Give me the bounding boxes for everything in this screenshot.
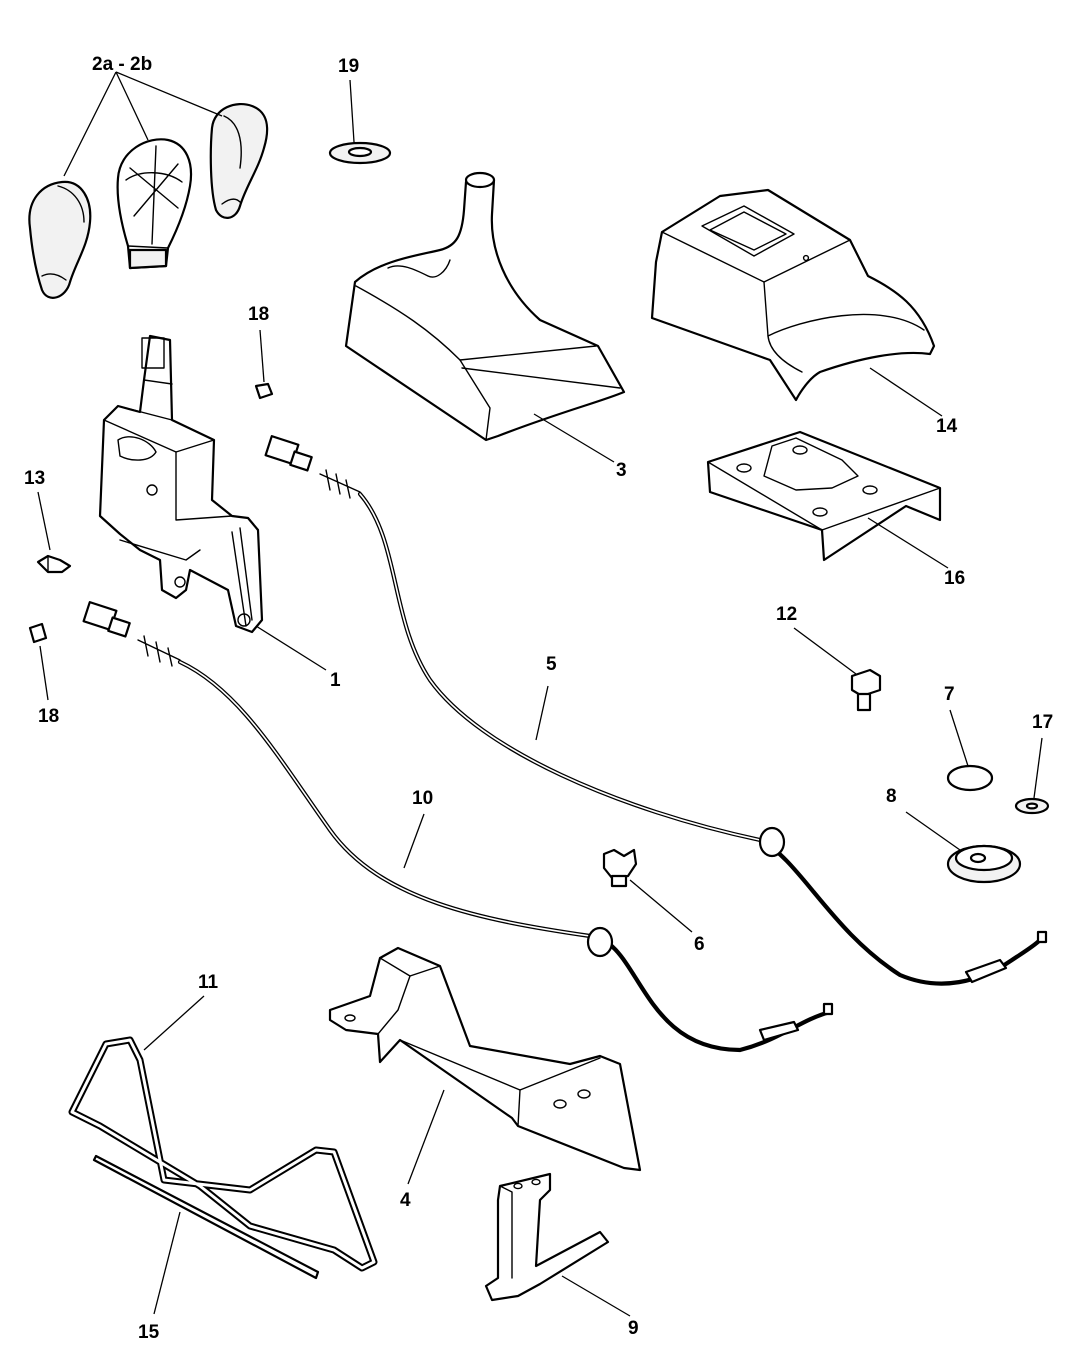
clip-18-left xyxy=(28,622,49,701)
callout-12: 12 xyxy=(776,604,797,625)
callout-16: 16 xyxy=(944,568,965,589)
clip-18-top xyxy=(254,329,274,400)
callout-4: 4 xyxy=(400,1190,411,1211)
callout-3: 3 xyxy=(616,460,627,481)
strip-15 xyxy=(92,1154,320,1315)
bolt-12 xyxy=(793,627,882,712)
cable-5 xyxy=(264,435,1048,986)
clip-13 xyxy=(36,491,72,574)
washer-17 xyxy=(1014,737,1050,815)
callout-17: 17 xyxy=(1032,712,1053,733)
callout-15: 15 xyxy=(138,1322,160,1343)
plug-7 xyxy=(946,709,994,792)
knob-leader-lines xyxy=(63,71,223,177)
callout-6: 6 xyxy=(694,934,705,955)
cable-10 xyxy=(82,601,834,1053)
console-housing-14 xyxy=(650,188,943,417)
callout-19: 19 xyxy=(338,56,359,77)
gear-knob-left xyxy=(28,180,92,299)
grommet-8 xyxy=(905,811,1022,884)
callout-13: 13 xyxy=(24,468,45,489)
callout-9: 9 xyxy=(628,1318,639,1339)
console-boot-3 xyxy=(344,171,626,463)
callout-18-top: 18 xyxy=(248,304,269,325)
cable-bracket-4 xyxy=(328,946,642,1185)
support-bracket-9 xyxy=(484,1172,631,1317)
callout-8: 8 xyxy=(886,786,897,807)
callout-14: 14 xyxy=(936,416,958,437)
mounting-plate-16 xyxy=(706,430,949,569)
clip-6 xyxy=(602,848,693,933)
callout-7: 7 xyxy=(944,684,955,705)
shifter-assembly-1 xyxy=(98,334,327,671)
callout-2a-2b: 2a - 2b xyxy=(92,54,152,75)
callout-5: 5 xyxy=(546,654,557,675)
callout-10: 10 xyxy=(412,788,433,809)
callout-11: 11 xyxy=(198,972,219,993)
washer-19 xyxy=(328,79,392,165)
shift-frame-11 xyxy=(68,995,378,1272)
callout-1: 1 xyxy=(330,670,341,691)
gear-knob-right xyxy=(209,102,269,219)
gear-knob-center xyxy=(116,138,193,270)
callout-18-left: 18 xyxy=(38,706,59,727)
